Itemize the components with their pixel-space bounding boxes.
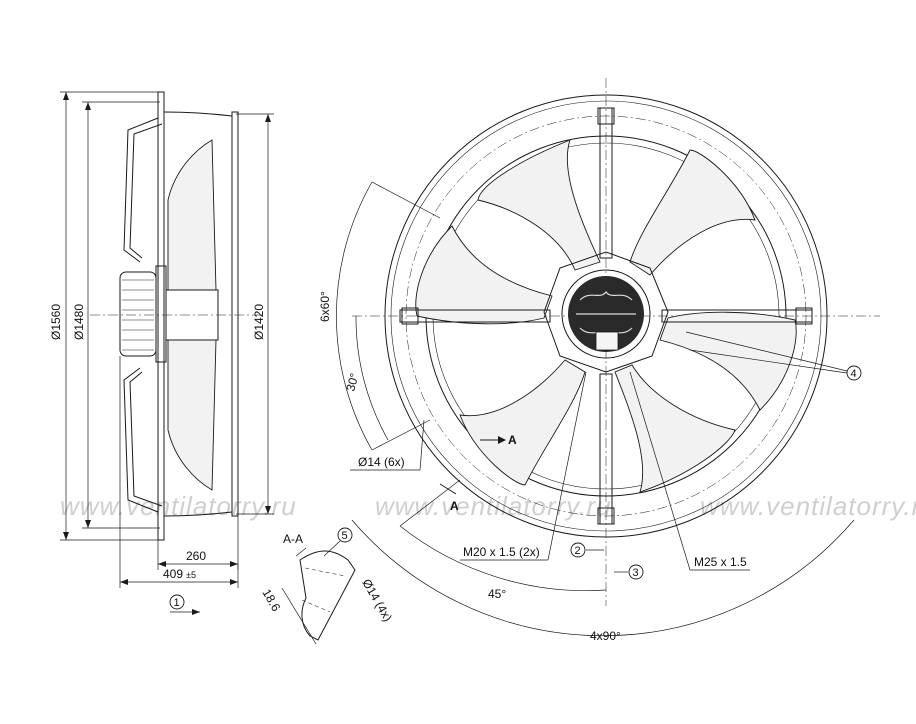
dim-arc-6x60 — [336, 181, 373, 451]
front-outer-ring-inner — [390, 100, 822, 532]
section-hidden-lines — [301, 567, 346, 613]
blade-1 — [477, 139, 601, 271]
callout-3: 3 — [614, 564, 644, 580]
strut-left — [399, 309, 551, 323]
dim-inner-diameter: Ø1420 — [236, 113, 274, 515]
section-profile — [299, 550, 356, 641]
section-label: A-A — [283, 532, 303, 546]
dim-outer-diameter: Ø1560 — [49, 91, 160, 541]
side-motor-fins — [122, 279, 154, 351]
strut-left-foot — [401, 307, 419, 325]
section-view: A-A 18.6 Ø14 (4x) 5 — [259, 527, 395, 645]
section-dim-line — [281, 587, 317, 645]
terminal-box — [595, 331, 619, 351]
thread-spec-m25-label: M25 x 1.5 — [694, 555, 747, 569]
dim-ring-diameter-label: Ø1480 — [72, 304, 86, 340]
side-blade-upper — [167, 139, 217, 291]
dim-outer-diameter-label: Ø1560 — [49, 304, 63, 340]
side-hub — [165, 289, 219, 341]
strut-right-foot — [795, 307, 813, 325]
hub-octagon — [543, 251, 669, 373]
angle-offset-label: 30° — [343, 371, 361, 392]
section-hole-label: Ø14 (4x) — [359, 577, 394, 624]
section-thickness-label: 18.6 — [259, 587, 283, 615]
side-nozzle-rim — [231, 111, 239, 517]
front-blades — [415, 139, 797, 493]
side-strut-top — [123, 117, 159, 263]
blade-3 — [659, 311, 797, 411]
strut-top-foot — [597, 107, 615, 125]
front-bolt-circle — [405, 115, 807, 517]
dim-overall-length-label: 409 — [163, 567, 183, 581]
front-struts — [399, 107, 813, 525]
side-flange — [157, 91, 165, 541]
side-blade-lower — [167, 339, 217, 491]
dim-tolerance-label: ±5 — [186, 570, 196, 580]
dim-arc-45 — [399, 525, 607, 591]
angle-holes-label: 6x60° — [318, 291, 332, 322]
section-marker-top-label: A — [508, 433, 517, 447]
dim-inner-diameter-label: Ø1420 — [252, 304, 266, 340]
hole-spec-label: Ø14 (6x) — [358, 455, 405, 469]
hole-spec: Ø14 (6x) — [350, 419, 425, 471]
blade-6 — [415, 225, 553, 325]
strut-bottom-foot — [597, 507, 615, 525]
section-marker-bottom-label: A — [450, 499, 459, 513]
callout-airflow: 1 — [169, 594, 200, 615]
section-callout: 5 — [323, 527, 353, 557]
dim-ring-diameter: Ø1480 — [72, 101, 160, 529]
dim-depth: 260 — [157, 516, 239, 570]
callout-3-label: 3 — [633, 567, 639, 579]
angle-45-label: 45° — [488, 587, 506, 601]
dim-overall-length: 409 ±5 — [119, 356, 239, 588]
callout-airflow-label: 1 — [174, 597, 180, 609]
motor-housing — [561, 269, 651, 359]
blade-4 — [614, 364, 736, 493]
callout-2: 2 — [570, 542, 604, 558]
section-marker-top: A — [480, 433, 517, 447]
blade-5 — [459, 359, 586, 486]
watermark-text-1: www.ventilatorry.ru — [60, 491, 297, 521]
section-callout-label: 5 — [342, 530, 348, 542]
callout-4-label: 4 — [851, 368, 857, 380]
watermark-text-3: www.ventilatorry.ru — [700, 491, 916, 521]
thread-spec-m25: M25 x 1.5 — [629, 371, 750, 571]
blade-2 — [629, 149, 756, 276]
side-strut-top-inner — [129, 123, 163, 259]
callout-4: 4 — [685, 331, 862, 381]
front-outer-ring — [384, 94, 828, 538]
thread-spec-m20: M20 x 1.5 (2x) — [460, 371, 587, 561]
side-view: Ø1560 Ø1480 Ø1420 260 — [49, 91, 274, 615]
dim-arc-30 — [355, 315, 389, 441]
front-view: 6x60° 30° 45° 4x90° Ø14 (6x) A A M20 x 1… — [318, 78, 880, 643]
angle-4x90-label: 4x90° — [590, 629, 621, 643]
dim-depth-label: 260 — [186, 549, 206, 563]
section-marker-bottom: A — [439, 483, 459, 513]
side-motor — [119, 271, 157, 357]
callout-2-label: 2 — [575, 545, 581, 557]
side-strut-bottom — [123, 367, 159, 513]
dim-arc-4x90 — [351, 519, 855, 637]
side-strut-bottom-inner — [129, 371, 163, 507]
thread-spec-m20-label: M20 x 1.5 (2x) — [463, 545, 540, 559]
front-hub — [543, 251, 669, 373]
